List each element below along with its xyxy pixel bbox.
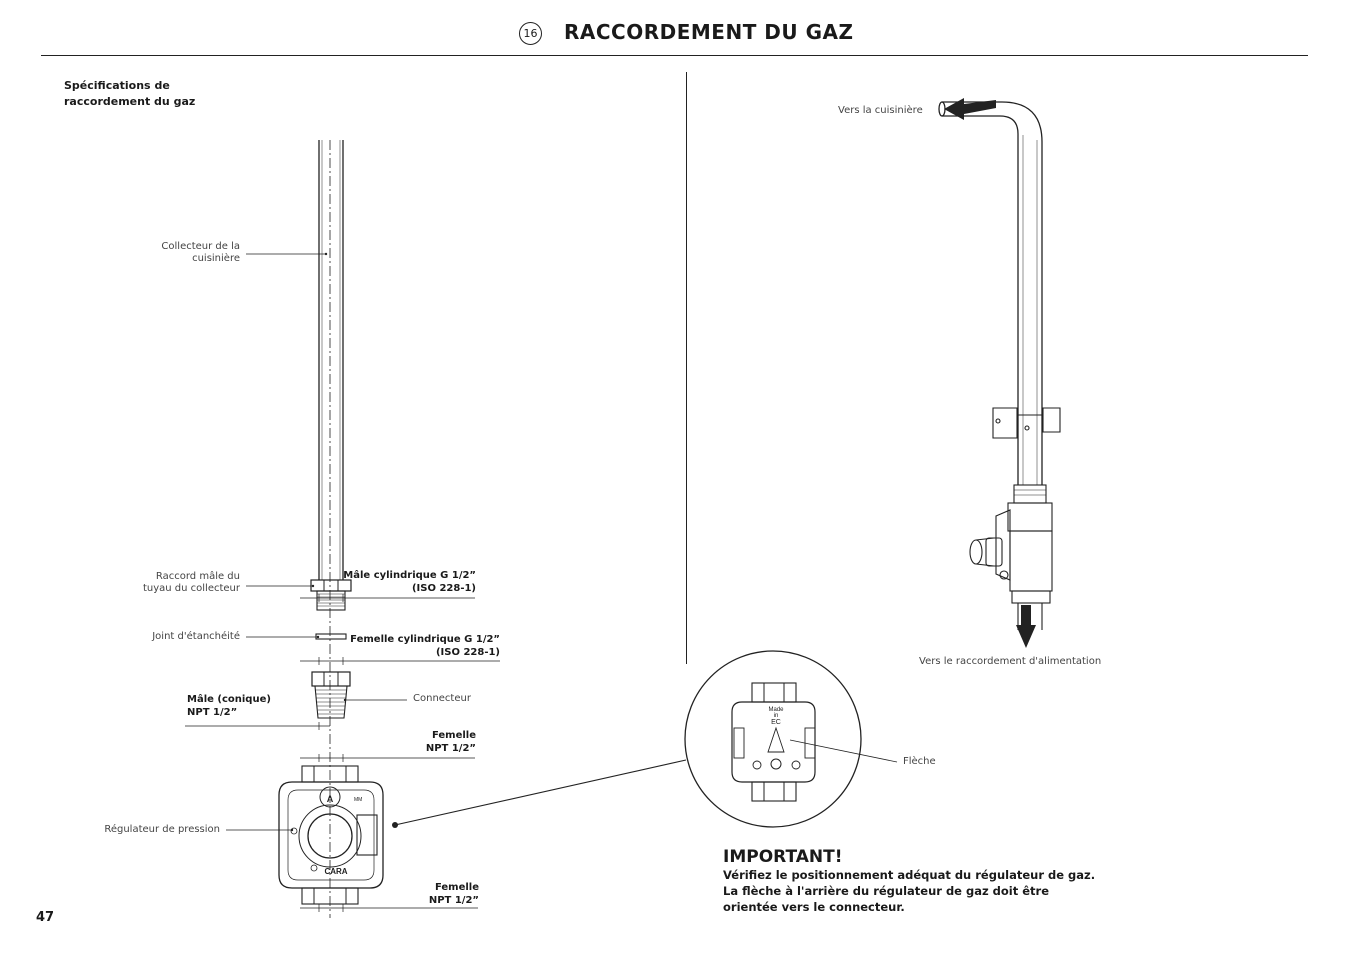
column-divider [686, 72, 687, 664]
label-arrow: Flèche [903, 756, 936, 767]
connector [311, 671, 351, 719]
made-in-line3: EC [771, 719, 781, 726]
label-to-supply: Vers le raccordement d'alimentation [919, 656, 1102, 667]
detail-circle [684, 650, 862, 828]
label-to-cooktop: Vers la cuisinière [838, 105, 923, 116]
regulator-side-mark: MM [354, 797, 362, 803]
male-fitting [310, 579, 352, 611]
label-connector: Connecteur [413, 693, 471, 704]
label-seal: Joint d'étanchéité [152, 631, 240, 642]
important-text: Vérifiez le positionnement adéquat du ré… [723, 868, 1096, 914]
made-in-line2: in [774, 713, 779, 719]
regulator-arrow-mark: A [327, 794, 334, 804]
page-number: 47 [36, 910, 55, 925]
collector-pipe [318, 140, 344, 580]
spec-female-npt-bottom: Femelle NPT 1/2” [428, 882, 479, 906]
label-regulator: Régulateur de pression [104, 824, 220, 835]
header-divider [41, 55, 1308, 56]
pressure-regulator [278, 765, 384, 905]
label-male-fitting: Raccord mâle du tuyau du collecteur [142, 571, 240, 594]
arrow-to-cooktop [944, 98, 996, 120]
important-heading: IMPORTANT! [723, 847, 843, 867]
spec-female-cylindrical: Femelle cylindrique G 1/2” (ISO 228-1) [350, 634, 500, 658]
spec-male-taper: Mâle (conique) NPT 1/2” [187, 694, 271, 718]
installed-pipe [938, 101, 1043, 485]
regulator-callout-dot [392, 822, 398, 828]
spec-male-cylindrical: Mâle cylindrique G 1/2” (ISO 228-1) [343, 570, 476, 594]
installed-regulator [969, 484, 1053, 630]
spec-female-npt-top: Femelle NPT 1/2” [425, 730, 476, 754]
page-title: RACCORDEMENT DU GAZ [564, 20, 854, 44]
label-collector: Collecteur de la cuisinière [161, 241, 240, 264]
spec-heading: Spécifications de raccordement du gaz [64, 79, 196, 108]
arrow-leader [789, 739, 898, 763]
pipe-bracket [992, 407, 1061, 439]
made-in-line1: Made [768, 707, 784, 713]
regulator-rear-detail [731, 682, 816, 802]
leader-lines [226, 252, 687, 832]
arrow-to-supply [1016, 605, 1036, 648]
section-number-badge: 16 [519, 22, 542, 45]
regulator-brand: CARA [324, 867, 347, 876]
seal-ring [315, 633, 347, 640]
